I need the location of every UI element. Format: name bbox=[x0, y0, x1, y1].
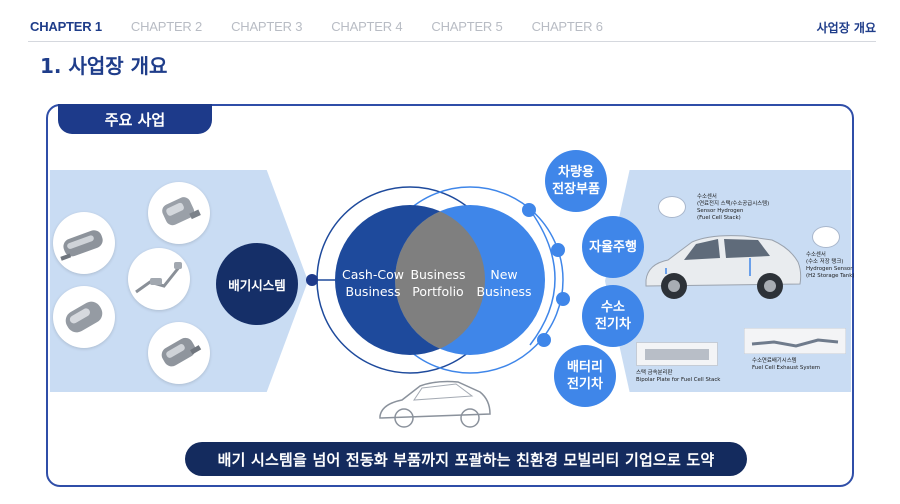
tab-chapter-4[interactable]: CHAPTER 4 bbox=[331, 19, 403, 34]
sensor-right-line-3: Hydrogen Sensor bbox=[806, 266, 853, 272]
sensor-top-line-3: Sensor Hydrogen bbox=[697, 208, 744, 214]
tab-chapter-5[interactable]: CHAPTER 5 bbox=[431, 19, 503, 34]
sensor-right-line-1: 수소센서 bbox=[806, 252, 826, 258]
sensor-top-caption: 수소센서 (연료전지 스택/수소공급시스템) Sensor Hydrogen (… bbox=[697, 194, 769, 222]
sensor-right-line-2: (수소 저장 탱크) bbox=[806, 259, 844, 265]
outline-car-image bbox=[379, 380, 491, 428]
tab-chapter-2[interactable]: CHAPTER 2 bbox=[130, 19, 203, 34]
bipolar-plate-image bbox=[636, 342, 718, 366]
sensor-right-line-4: (H2 Storage Tank) bbox=[806, 273, 855, 279]
business-portfolio-venn bbox=[306, 186, 564, 374]
tab-chapter-3[interactable]: CHAPTER 3 bbox=[231, 19, 303, 34]
spoke-1-line-1: 차량용 bbox=[558, 165, 594, 180]
spoke-dot bbox=[556, 292, 570, 306]
tab-chapter-6[interactable]: CHAPTER 6 bbox=[531, 19, 603, 34]
cash-cow-line-1: Cash-Cow bbox=[342, 267, 404, 282]
page-title: 1. 사업장 개요 bbox=[40, 54, 168, 78]
nav-divider bbox=[28, 41, 876, 42]
bipolar-line-1: 스택 금속분리판 bbox=[636, 370, 673, 376]
suv-car-image bbox=[645, 235, 802, 299]
tab-chapter-1[interactable]: CHAPTER 1 bbox=[30, 19, 102, 34]
portfolio-line-1: Business bbox=[410, 267, 466, 282]
fuel-cell-exhaust-image bbox=[744, 328, 846, 354]
exhaust-line-2: Fuel Cell Exhaust System bbox=[752, 365, 821, 371]
spoke-arc bbox=[529, 209, 556, 346]
portfolio-label: Business Portfolio bbox=[405, 266, 471, 300]
portfolio-line-2: Portfolio bbox=[412, 284, 464, 299]
spoke-4-line-2: 전기차 bbox=[567, 377, 603, 392]
spoke-dot bbox=[537, 333, 551, 347]
new-business-label: New Business bbox=[474, 266, 534, 300]
exhaust-system-node: 배기시스템 bbox=[216, 243, 298, 325]
sensor-top-line-1: 수소센서 bbox=[697, 194, 717, 200]
sensor-right-caption: 수소센서 (수소 저장 탱크) Hydrogen Sensor (H2 Stor… bbox=[806, 252, 854, 280]
panel-tab-label: 주요 사업 bbox=[58, 104, 212, 134]
new-business-line-2: Business bbox=[476, 284, 532, 299]
bipolar-line-2: Bipolar Plate for Fuel Cell Stack bbox=[636, 377, 721, 383]
exhaust-caption: 수소연료배기시스템 Fuel Cell Exhaust System bbox=[752, 358, 820, 372]
chapter-tabs: CHAPTER 1 CHAPTER 2 CHAPTER 3 CHAPTER 4 … bbox=[30, 19, 632, 34]
spoke-dot bbox=[522, 203, 536, 217]
exhaust-line-1: 수소연료배기시스템 bbox=[752, 358, 797, 364]
sensor-image bbox=[658, 196, 686, 218]
catalytic-converter-image bbox=[148, 182, 210, 244]
muffler-image bbox=[53, 286, 115, 348]
spoke-2-line-1: 자율주행 bbox=[589, 239, 637, 255]
breadcrumb: 사업장 개요 bbox=[816, 21, 876, 35]
spoke-4-line-1: 배터리 bbox=[567, 360, 603, 375]
sensor-top-line-2: (연료전지 스택/수소공급시스템) bbox=[697, 201, 770, 207]
spoke-3-line-2: 전기차 bbox=[595, 317, 631, 332]
cash-cow-label: Cash-Cow Business bbox=[330, 266, 416, 300]
sensor-top-line-4: (Fuel Cell Stack) bbox=[697, 215, 741, 221]
muffler-image bbox=[53, 212, 115, 274]
vision-banner: 배기 시스템을 넘어 전동화 부품까지 포괄하는 친환경 모빌리티 기업으로 도… bbox=[185, 442, 747, 476]
spoke-autonomous-driving: 자율주행 bbox=[582, 216, 644, 278]
top-navigation: CHAPTER 1 CHAPTER 2 CHAPTER 3 CHAPTER 4 … bbox=[0, 0, 900, 42]
cash-cow-line-2: Business bbox=[345, 284, 401, 299]
sensor-image bbox=[812, 226, 840, 248]
spoke-3-line-1: 수소 bbox=[601, 300, 625, 315]
spoke-1-line-2: 전장부품 bbox=[552, 182, 600, 197]
new-business-line-1: New bbox=[490, 267, 518, 282]
catalytic-converter-image bbox=[148, 322, 210, 384]
exhaust-pipe-image bbox=[128, 248, 190, 310]
bipolar-caption: 스택 금속분리판 Bipolar Plate for Fuel Cell Sta… bbox=[636, 370, 720, 384]
spoke-dot bbox=[551, 243, 565, 257]
